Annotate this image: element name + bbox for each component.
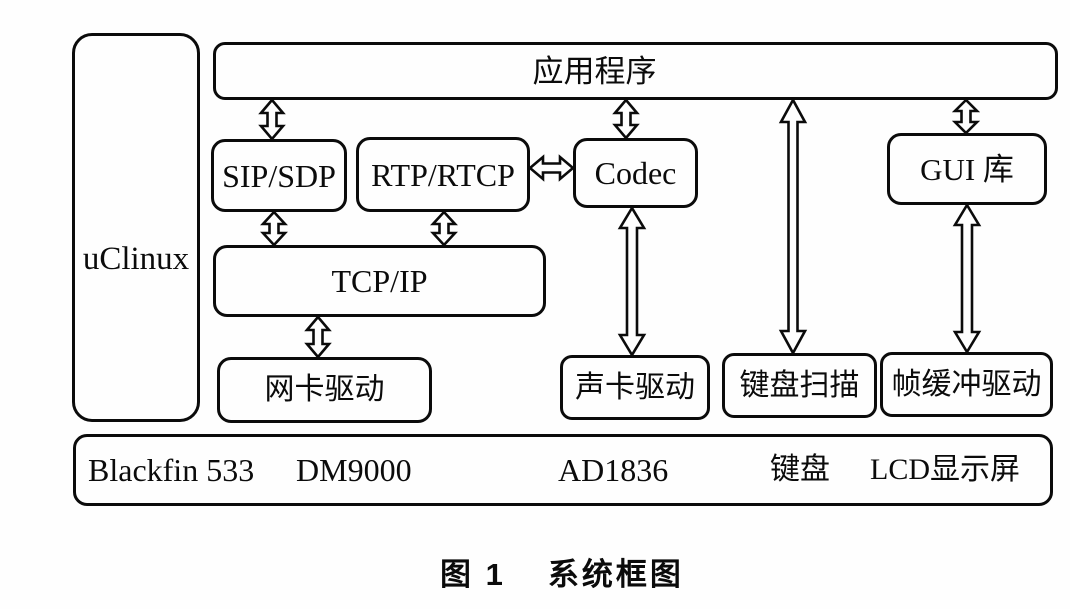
- double-arrow-application-codec: [612, 97, 640, 141]
- codec-label: Codec: [594, 155, 677, 191]
- uclinux-label: uClinux: [82, 241, 190, 277]
- figure-number: 图 1: [440, 557, 506, 592]
- sound-driver-box: 声卡驱动: [560, 355, 710, 420]
- double-arrow-rtprtcp-tcpip: [430, 210, 458, 247]
- hardware-lcd-label: LCD显示屏: [870, 453, 1020, 486]
- hardware-nic-chip-label: DM9000: [296, 452, 412, 488]
- codec-box: Codec: [573, 138, 698, 208]
- tcp-ip-box: TCP/IP: [213, 245, 546, 317]
- framebuffer-driver-label: 帧缓冲驱动: [891, 367, 1042, 401]
- double-arrow-guilib-framebuffer: [952, 202, 982, 355]
- hardware-keyboard-label: 键盘: [770, 453, 830, 486]
- double-arrow-application-keyboardscan: [778, 97, 808, 356]
- keyboard-scan-label: 键盘扫描: [739, 368, 860, 402]
- sip-sdp-label: SIP/SDP: [222, 157, 336, 194]
- nic-driver-label: 网卡驱动: [264, 373, 385, 406]
- hardware-audio-chip-label: AD1836: [558, 452, 669, 488]
- double-arrow-sipsdp-tcpip: [260, 210, 288, 247]
- rtp-rtcp-label: RTP/RTCP: [371, 156, 515, 193]
- sip-sdp-box: SIP/SDP: [211, 139, 347, 212]
- gui-lib-box: GUI 库: [887, 133, 1047, 205]
- figure-caption: 图 1 系统框图: [440, 557, 684, 592]
- application-label: 应用程序: [532, 53, 657, 89]
- tcp-ip-label: TCP/IP: [331, 263, 428, 299]
- double-arrow-tcpip-nicdriver: [304, 314, 332, 360]
- hardware-bar: Blackfin 533 DM9000 AD1836 键盘 LCD显示屏: [73, 434, 1053, 506]
- double-arrow-application-guilib: [951, 98, 981, 135]
- application-box: 应用程序: [213, 42, 1058, 100]
- rtp-rtcp-box: RTP/RTCP: [356, 137, 530, 212]
- figure-title: 系统框图: [547, 557, 684, 592]
- double-arrow-codec-sounddriver: [617, 205, 647, 358]
- nic-driver-box: 网卡驱动: [217, 357, 432, 423]
- double-arrow-application-sipsdp: [258, 97, 286, 142]
- hardware-cpu-label: Blackfin 533: [88, 452, 255, 488]
- double-arrow-rtprtcp-codec: [527, 154, 576, 182]
- keyboard-scan-box: 键盘扫描: [722, 353, 877, 418]
- uclinux-box: uClinux: [72, 33, 200, 422]
- sound-driver-label: 声卡驱动: [575, 370, 695, 404]
- gui-lib-label: GUI 库: [920, 151, 1014, 187]
- framebuffer-driver-box: 帧缓冲驱动: [880, 352, 1053, 417]
